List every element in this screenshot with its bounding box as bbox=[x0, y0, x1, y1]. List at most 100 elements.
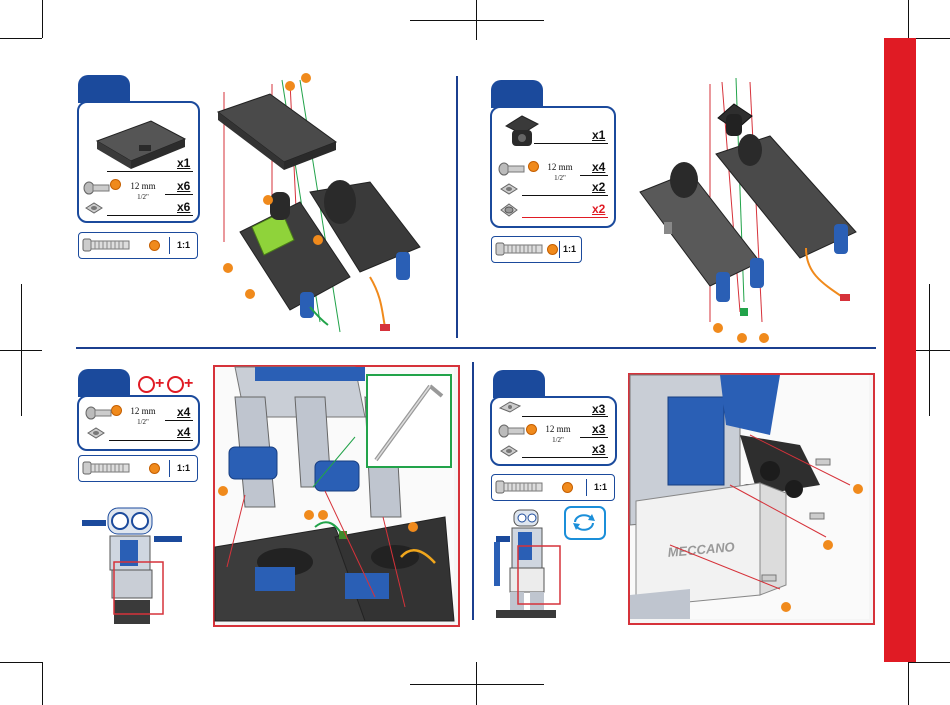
scale-separator bbox=[559, 241, 560, 258]
screw-scale-icon bbox=[83, 237, 133, 253]
part-quantity: x3 bbox=[592, 442, 605, 456]
screw-length-mm: 12 mm bbox=[123, 407, 163, 416]
crop-mark bbox=[0, 662, 42, 663]
bracket-part-icon bbox=[498, 400, 522, 414]
scale-ratio: 1:1 bbox=[594, 482, 607, 492]
part-quantity: x6 bbox=[177, 179, 190, 193]
screw-length-mm: 12 mm bbox=[538, 425, 578, 434]
part-quantity: x4 bbox=[592, 160, 605, 174]
screw-scale-box: 1:1 bbox=[78, 232, 198, 259]
crop-mark bbox=[908, 662, 909, 705]
step-number-tab bbox=[491, 80, 543, 108]
step-number-tab bbox=[78, 369, 130, 397]
scale-ratio: 1:1 bbox=[177, 240, 190, 250]
screw-length-in: 1/2" bbox=[123, 193, 163, 202]
part-quantity: x2 bbox=[592, 180, 605, 194]
quantity-underline bbox=[107, 215, 193, 216]
quantity-underline bbox=[109, 440, 193, 441]
part-marker-icon bbox=[528, 161, 539, 172]
quantity-underline bbox=[165, 420, 193, 421]
hex-key-icon bbox=[368, 376, 448, 466]
repeat-circle-icon bbox=[167, 376, 184, 393]
crop-mark bbox=[21, 284, 22, 416]
crop-mark bbox=[42, 662, 43, 705]
parts-list-panel: x1 12 mm 1/2" x6 x6 bbox=[77, 101, 200, 223]
parts-list-panel: x1 12 mm 1/2" x4 x2 x2 bbox=[490, 106, 616, 228]
quantity-underline bbox=[580, 437, 608, 438]
crop-mark bbox=[476, 0, 477, 40]
step-number-tab bbox=[493, 370, 545, 398]
crop-mark bbox=[410, 684, 544, 685]
section-divider bbox=[456, 76, 458, 338]
crop-mark bbox=[908, 662, 950, 663]
part-marker-icon bbox=[149, 463, 160, 474]
screw-length-mm: 12 mm bbox=[123, 182, 163, 191]
screw-scale-box: 1:1 bbox=[491, 474, 615, 501]
assembly-illustration-torso: MECCANO bbox=[630, 375, 870, 620]
scale-separator bbox=[169, 460, 170, 477]
repeat-plus: + bbox=[184, 376, 193, 392]
quantity-underline bbox=[522, 416, 608, 417]
screw-part-icon bbox=[83, 181, 113, 195]
screw-length-in: 1/2" bbox=[123, 418, 163, 427]
screw-part-icon bbox=[498, 162, 528, 176]
scale-separator bbox=[169, 237, 170, 254]
crop-mark bbox=[908, 0, 909, 38]
part-quantity: x1 bbox=[177, 156, 190, 170]
part-quantity: x3 bbox=[592, 422, 605, 436]
screw-length-in: 1/2" bbox=[540, 174, 580, 183]
part-quantity-highlighted: x2 bbox=[592, 202, 605, 216]
quantity-underline bbox=[107, 171, 193, 172]
part-marker-icon bbox=[149, 240, 160, 251]
part-quantity: x3 bbox=[592, 402, 605, 416]
screw-scale-icon bbox=[83, 460, 133, 476]
quantity-underline bbox=[580, 175, 608, 176]
parts-list-panel: x3 12 mm 1/2" x3 x3 bbox=[490, 396, 617, 466]
screw-scale-icon bbox=[496, 241, 546, 257]
part-quantity: x4 bbox=[177, 425, 190, 439]
section-divider bbox=[472, 362, 474, 620]
part-quantity: x4 bbox=[177, 405, 190, 419]
screw-part-icon bbox=[498, 424, 528, 438]
screw-scale-box: 1:1 bbox=[78, 455, 198, 482]
quantity-underline bbox=[165, 194, 193, 195]
assembly-illustration-chassis bbox=[210, 72, 450, 342]
page-edge-tab bbox=[884, 38, 916, 662]
crop-mark bbox=[929, 284, 930, 416]
lock-nut-part-icon bbox=[500, 203, 518, 219]
rotate-view-button[interactable] bbox=[564, 506, 606, 540]
screw-length-in: 1/2" bbox=[538, 436, 578, 445]
nut-part-icon bbox=[500, 445, 518, 457]
part-quantity: x1 bbox=[592, 128, 605, 142]
repeat-plus: + bbox=[155, 376, 164, 392]
nut-part-icon bbox=[87, 427, 105, 439]
assembly-illustration-motor-mount bbox=[630, 72, 860, 342]
robot-overview-icon bbox=[74, 500, 194, 635]
screw-part-icon bbox=[85, 406, 115, 420]
scale-ratio: 1:1 bbox=[563, 244, 576, 254]
crop-mark bbox=[42, 0, 43, 38]
part-marker-icon bbox=[562, 482, 573, 493]
scale-separator bbox=[586, 479, 587, 496]
scale-ratio: 1:1 bbox=[177, 463, 190, 473]
part-marker-icon bbox=[547, 244, 558, 255]
nut-part-icon bbox=[500, 183, 518, 195]
quantity-underline bbox=[522, 217, 608, 218]
section-divider bbox=[76, 347, 876, 349]
screw-length-mm: 12 mm bbox=[540, 163, 580, 172]
plate-part-icon bbox=[89, 115, 189, 175]
parts-list-panel: 12 mm 1/2" x4 x4 bbox=[77, 395, 200, 451]
robot-overview-icon bbox=[484, 506, 574, 621]
quantity-underline bbox=[522, 195, 608, 196]
screw-scale-icon bbox=[496, 479, 546, 495]
repeat-circle-icon bbox=[138, 376, 155, 393]
quantity-underline bbox=[534, 143, 608, 144]
crop-mark bbox=[410, 20, 544, 21]
part-quantity: x6 bbox=[177, 200, 190, 214]
quantity-underline bbox=[522, 457, 608, 458]
crop-mark bbox=[0, 38, 42, 39]
screw-scale-box: 1:1 bbox=[491, 236, 582, 263]
crop-mark bbox=[476, 662, 477, 705]
nut-part-icon bbox=[85, 202, 103, 214]
detail-inset-frame bbox=[366, 374, 452, 468]
